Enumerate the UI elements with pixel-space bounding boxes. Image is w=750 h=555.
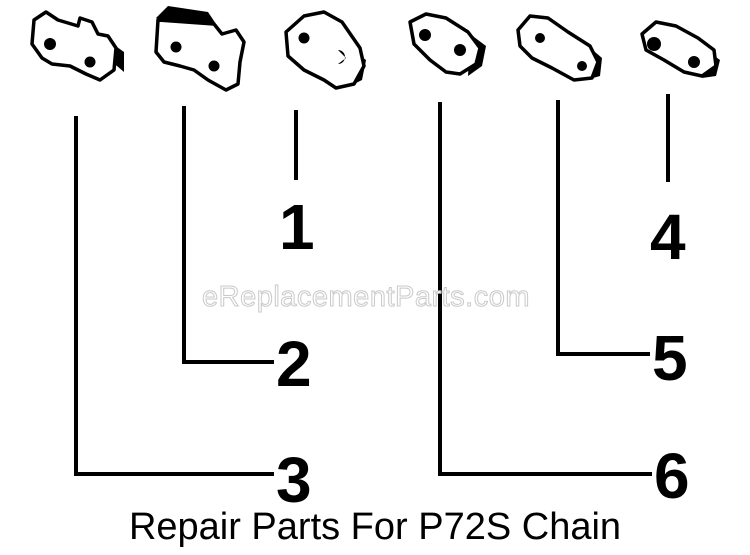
part-preset-tie-strap	[516, 14, 602, 82]
part-cutter-link-right	[154, 6, 246, 92]
part-repair-link	[640, 20, 720, 78]
rivet-icon	[298, 32, 310, 44]
callout-number-4: 4	[650, 201, 686, 273]
rivet-icon	[688, 56, 700, 68]
rivet-icon	[419, 29, 431, 41]
callout-number-1: 1	[279, 191, 315, 263]
rivet-icon	[170, 41, 182, 53]
rivet-icon	[84, 56, 96, 68]
rivet-icon	[208, 60, 220, 72]
rivet-icon	[44, 38, 56, 50]
part-cutter-link-left	[30, 10, 124, 82]
rivet-icon	[535, 33, 545, 43]
callout-number-6: 6	[654, 440, 690, 512]
leader-line-6	[438, 102, 652, 476]
callout-number-5: 5	[652, 322, 688, 394]
diagram-caption: Repair Parts For P72S Chain	[128, 506, 622, 548]
rivet-icon	[454, 44, 466, 56]
callout-number-2: 2	[276, 328, 312, 400]
callout-number-3: 3	[276, 444, 312, 516]
watermark-text: eReplacementParts.com	[202, 281, 530, 313]
part-drive-link	[284, 10, 366, 90]
part-tie-strap	[408, 12, 486, 76]
leader-line-3	[74, 116, 274, 476]
leader-line-2	[182, 106, 274, 364]
leader-line-5	[556, 100, 650, 356]
rivet-icon	[577, 61, 587, 71]
rivet-icon	[647, 37, 661, 51]
